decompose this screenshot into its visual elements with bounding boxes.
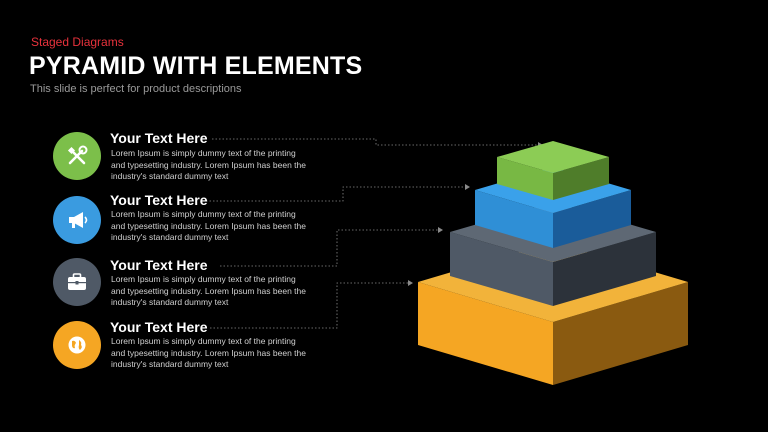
list-item-3: Your Text Here Lorem Ipsum is simply dum… [0,256,320,312]
item-body-4: Lorem Ipsum is simply dummy text of the … [111,336,306,369]
page-title: PYRAMID WITH ELEMENTS [29,52,363,80]
globe-icon [53,321,101,369]
list-item-1: Your Text Here Lorem Ipsum is simply dum… [0,130,320,186]
item-heading-3: Your Text Here [110,257,208,273]
tools-icon [53,132,101,180]
list-item-4: Your Text Here Lorem Ipsum is simply dum… [0,318,320,374]
item-body-3: Lorem Ipsum is simply dummy text of the … [111,274,306,307]
section-label: Staged Diagrams [31,35,124,49]
item-body-2: Lorem Ipsum is simply dummy text of the … [111,209,306,242]
connector-line-4 [210,282,408,329]
item-heading-4: Your Text Here [110,319,208,335]
briefcase-icon [53,258,101,306]
connector-arrow-2 [465,184,470,190]
item-heading-2: Your Text Here [110,192,208,208]
list-item-2: Your Text Here Lorem Ipsum is simply dum… [0,192,320,248]
item-body-1: Lorem Ipsum is simply dummy text of the … [111,148,306,181]
item-heading-1: Your Text Here [110,130,208,146]
connector-arrow-4 [408,280,413,286]
pyramid-level-top [497,141,609,200]
connector-line-3 [220,229,438,267]
connector-line-1 [212,138,538,146]
connector-arrow-3 [438,227,443,233]
connector-line-2 [206,186,465,202]
megaphone-icon [53,196,101,244]
page-subtitle: This slide is perfect for product descri… [30,83,242,95]
